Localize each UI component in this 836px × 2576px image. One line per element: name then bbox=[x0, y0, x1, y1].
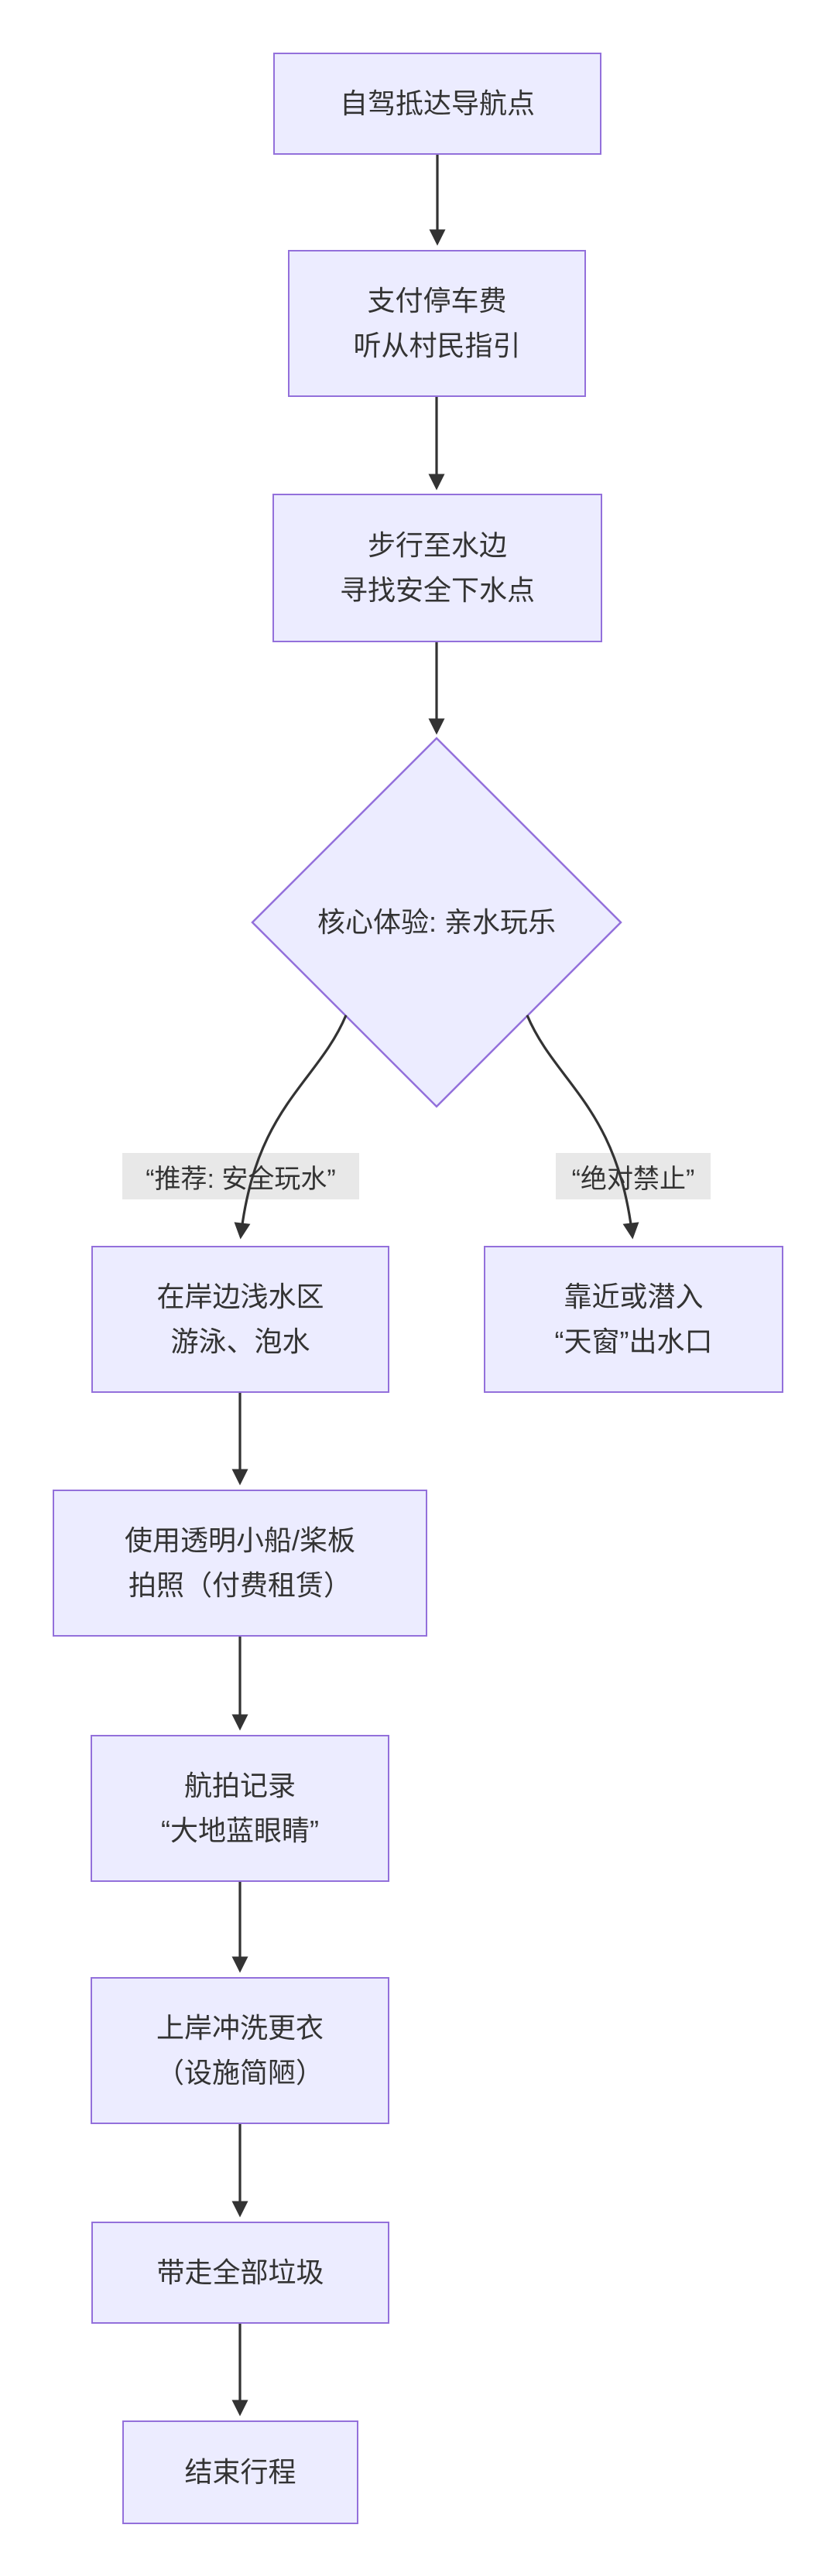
node-arrive-text: 自驾抵达导航点 bbox=[339, 87, 535, 119]
node-aerial: 航拍记录 “大地蓝眼睛” bbox=[91, 1735, 389, 1882]
node-forbidden-line2: “天窗”出水口 bbox=[554, 1326, 713, 1357]
node-aerial-line2: “大地蓝眼睛” bbox=[161, 1815, 319, 1846]
node-boat-line1: 使用透明小船/桨板 bbox=[124, 1524, 355, 1556]
node-rinse: 上岸冲洗更衣 （设施简陋） bbox=[91, 1977, 389, 2124]
node-rinse-line2: （设施简陋） bbox=[156, 2057, 324, 2089]
node-forbidden-line1: 靠近或潜入 bbox=[564, 1281, 704, 1312]
node-end-text: 结束行程 bbox=[184, 2456, 296, 2488]
node-walk-line2: 寻找安全下水点 bbox=[339, 574, 535, 606]
node-swim-line2: 游泳、泡水 bbox=[170, 1326, 310, 1357]
node-walk-line1: 步行至水边 bbox=[367, 529, 507, 561]
node-arrive: 自驾抵达导航点 bbox=[273, 53, 601, 155]
node-boat-line2: 拍照（付费租赁） bbox=[128, 1569, 351, 1601]
edge-label-recommend: “推荐: 安全玩水” bbox=[122, 1153, 359, 1199]
node-boat: 使用透明小船/桨板 拍照（付费租赁） bbox=[53, 1490, 427, 1637]
edge-decision-forbidden bbox=[526, 1014, 639, 1240]
node-parking-line2: 听从村民指引 bbox=[353, 330, 521, 361]
edge-label-forbid: “绝对禁止” bbox=[556, 1153, 711, 1199]
node-end: 结束行程 bbox=[122, 2420, 358, 2524]
node-swim-line1: 在岸边浅水区 bbox=[156, 1281, 324, 1312]
node-trash-text: 带走全部垃圾 bbox=[156, 2256, 324, 2288]
node-trash: 带走全部垃圾 bbox=[91, 2222, 389, 2324]
node-aerial-line1: 航拍记录 bbox=[183, 1770, 296, 1801]
node-walk: 步行至水边 寻找安全下水点 bbox=[272, 494, 602, 642]
edge-decision-swim bbox=[234, 1014, 348, 1240]
node-parking-line1: 支付停车费 bbox=[367, 285, 507, 316]
node-rinse-line1: 上岸冲洗更衣 bbox=[156, 2012, 324, 2044]
node-swim: 在岸边浅水区 游泳、泡水 bbox=[91, 1246, 389, 1393]
node-decision-label: 核心体验: 亲水玩乐 bbox=[317, 906, 556, 938]
node-parking: 支付停车费 听从村民指引 bbox=[288, 250, 586, 397]
node-forbidden: 靠近或潜入 “天窗”出水口 bbox=[484, 1246, 783, 1393]
